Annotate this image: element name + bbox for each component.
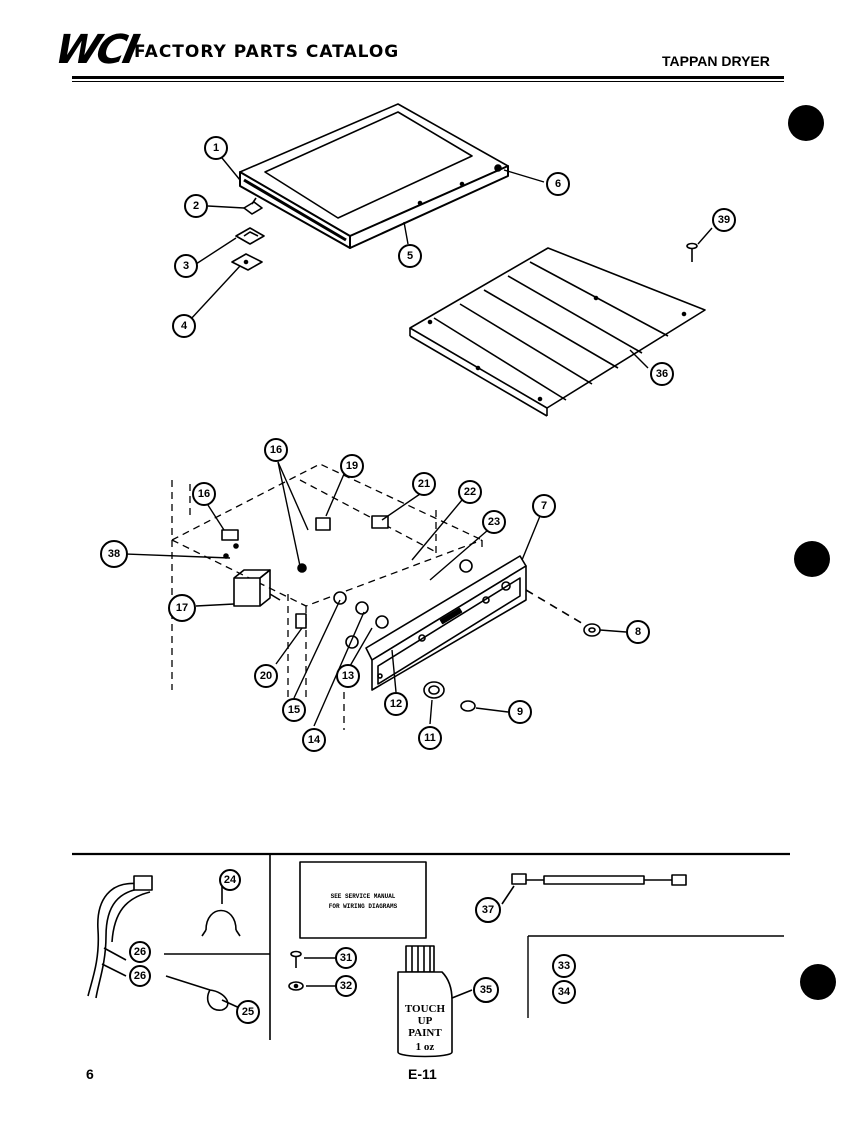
internal-parts: [221, 515, 473, 649]
hinge-parts: [231, 197, 265, 271]
leader-lines: [125, 157, 713, 727]
callout-2: 2: [193, 200, 199, 212]
callout-31: 31: [340, 952, 352, 964]
binder-hole-middle: [794, 541, 830, 577]
button-11-9: [423, 681, 476, 712]
clip-24: [201, 886, 241, 937]
callout-25: 25: [242, 1006, 254, 1018]
callout-37: 37: [482, 904, 494, 916]
bottom-section: [72, 852, 790, 1040]
callout-35: 35: [480, 984, 492, 996]
callout-9: 9: [517, 706, 523, 718]
clip-25: [165, 975, 245, 1011]
timer-17: [233, 569, 281, 607]
callout-8: 8: [635, 626, 641, 638]
callout-22: 22: [464, 486, 476, 498]
paint-label-line1: TOUCH: [405, 1003, 446, 1015]
thermistor-37: [501, 873, 687, 905]
product-name: TAPPAN DRYER: [662, 53, 770, 69]
callout-21: 21: [418, 478, 430, 490]
paint-bottle: [397, 945, 473, 1058]
callout-4: 4: [181, 320, 188, 332]
callout-24: 24: [224, 874, 237, 886]
callout-26-upper: 26: [134, 946, 146, 958]
fasteners: [288, 950, 336, 991]
binder-hole-bottom: [800, 964, 836, 1000]
header-rule: [72, 76, 784, 79]
callout-16-left: 16: [198, 488, 210, 500]
base-panel: [409, 247, 706, 417]
header-rule-thin: [72, 81, 784, 82]
callout-26-lower: 26: [134, 970, 146, 982]
callout-13: 13: [342, 670, 354, 682]
callout-34: 34: [558, 986, 571, 998]
manual-label-line2: FOR WIRING DIAGRAMS: [329, 903, 398, 910]
callout-3: 3: [183, 260, 189, 272]
callout-39: 39: [718, 214, 730, 226]
paint-label-line3: PAINT: [408, 1027, 442, 1039]
callout-11: 11: [424, 732, 436, 744]
callouts: [100, 136, 736, 1024]
top-panel: [239, 103, 509, 249]
callout-36: 36: [656, 368, 668, 380]
callout-7: 7: [541, 500, 547, 512]
catalog-title: FACTORY PARTS CATALOG: [134, 42, 400, 62]
callout-14: 14: [308, 734, 321, 746]
callout-12: 12: [390, 698, 402, 710]
callout-5: 5: [407, 250, 413, 262]
paint-label-line2: UP: [418, 1015, 433, 1027]
callout-32: 32: [340, 980, 352, 992]
knob-8: [583, 623, 601, 637]
binder-hole-top: [788, 105, 824, 141]
page-number: 6: [86, 1066, 94, 1082]
callout-38: 38: [108, 548, 120, 560]
paint-label-line4: 1 oz: [416, 1041, 435, 1053]
screw-39: [686, 242, 698, 262]
callout-17: 17: [176, 602, 188, 614]
manual-label-line1: SEE SERVICE MANUAL: [331, 893, 396, 900]
callout-19: 19: [346, 460, 358, 472]
callout-15: 15: [288, 704, 300, 716]
wire-harness: [87, 875, 153, 999]
control-panel: [365, 555, 591, 691]
callout-20: 20: [260, 670, 272, 682]
callout-1: 1: [213, 142, 219, 154]
callout-33: 33: [558, 960, 570, 972]
section-code: E-11: [408, 1066, 437, 1082]
callout-16-top: 16: [270, 444, 282, 456]
callout-6: 6: [555, 178, 561, 190]
callout-23: 23: [488, 516, 500, 528]
